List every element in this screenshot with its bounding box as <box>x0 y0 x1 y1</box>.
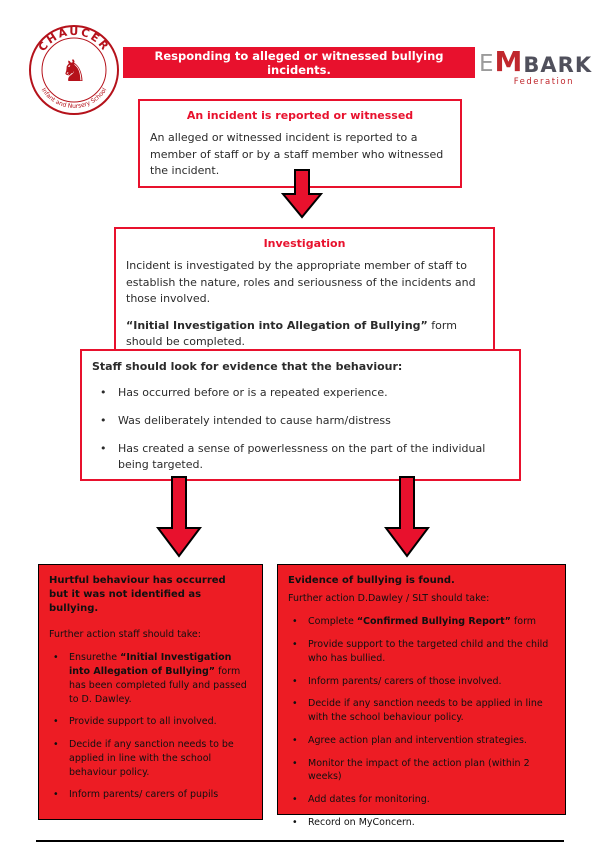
list-item: Has occurred before or is a repeated exp… <box>92 385 509 401</box>
box-incident-reported: An incident is reported or witnessed An … <box>138 99 462 188</box>
list-item: Complete “Confirmed Bullying Report” for… <box>288 615 555 629</box>
list-item: Agree action plan and intervention strat… <box>288 734 555 748</box>
knight-icon: ♞ <box>61 54 88 89</box>
arrow-down-icon <box>280 169 324 223</box>
hurtful-title: Hurtful behaviour has occurred but it wa… <box>49 575 226 614</box>
list-item: Has created a sense of powerlessness on … <box>92 441 509 473</box>
embark-wordmark: E M BARK <box>479 45 591 78</box>
list-item: Monitor the impact of the action plan (w… <box>288 757 555 785</box>
school-crest-icon: CHAUCER Infant and Nursery School ♞ <box>29 25 119 115</box>
form-name: “Initial Investigation into Allegation o… <box>126 318 428 332</box>
bullying-title: Evidence of bullying is found. <box>288 575 455 586</box>
list-item: Provide support to all involved. <box>49 715 252 729</box>
box-hurtful-behaviour: Hurtful behaviour has occurred but it wa… <box>38 564 263 820</box>
bullying-subtitle: Further action D.Dawley / SLT should tak… <box>288 593 490 604</box>
list-item: Inform parents/ carers of those involved… <box>288 675 555 689</box>
bullying-action-list: Complete “Confirmed Bullying Report” for… <box>288 615 555 829</box>
list-item: Inform parents/ carers of pupils <box>49 788 252 802</box>
embark-subtitle: Federation <box>513 77 574 87</box>
list-item: Record on MyConcern. <box>288 816 555 830</box>
box-incident-title: An incident is reported or witnessed <box>186 109 414 122</box>
title-banner: Responding to alleged or witnessed bully… <box>123 47 475 78</box>
list-item: Ensurethe “Initial Investigation into Al… <box>49 651 252 706</box>
evidence-criteria-list: Has occurred before or is a repeated exp… <box>92 385 509 473</box>
arrow-down-left-icon <box>156 476 202 562</box>
box-evidence-criteria: Staff should look for evidence that the … <box>80 349 521 481</box>
arrow-down-right-icon <box>384 476 430 562</box>
box-investigation: Investigation Incident is investigated b… <box>114 227 495 359</box>
embark-letter-e: E <box>479 51 494 77</box>
list-item: Provide support to the targeted child an… <box>288 638 555 666</box>
box-investigation-title: Investigation <box>263 237 346 250</box>
form-line-rest: form should be completed. <box>126 318 457 349</box>
investigation-form-line: “Initial Investigation into Allegation o… <box>126 318 483 351</box>
list-item: Decide if any sanction needs to be appli… <box>288 697 555 725</box>
embark-logo: E M BARK Federation <box>479 45 591 87</box>
hurtful-subtitle: Further action staff should take: <box>49 629 201 640</box>
list-item: Add dates for monitoring. <box>288 793 555 807</box>
list-item: Decide if any sanction needs to be appli… <box>49 738 252 779</box>
embark-letters-bark: BARK <box>523 53 593 77</box>
page-title: Responding to alleged or witnessed bully… <box>154 48 444 77</box>
hurtful-action-list: Ensurethe “Initial Investigation into Al… <box>49 651 252 802</box>
box-investigation-body: Incident is investigated by the appropri… <box>126 258 483 351</box>
footer-divider <box>36 840 564 842</box>
investigation-paragraph: Incident is investigated by the appropri… <box>126 259 476 305</box>
list-item: Was deliberately intended to cause harm/… <box>92 413 509 429</box>
box-incident-body: An alleged or witnessed incident is repo… <box>150 131 444 177</box>
evidence-criteria-title: Staff should look for evidence that the … <box>92 360 403 373</box>
embark-letter-m: M <box>494 45 523 78</box>
box-bullying-confirmed: Evidence of bullying is found. Further a… <box>277 564 566 829</box>
school-logo: CHAUCER Infant and Nursery School ♞ <box>28 24 120 116</box>
